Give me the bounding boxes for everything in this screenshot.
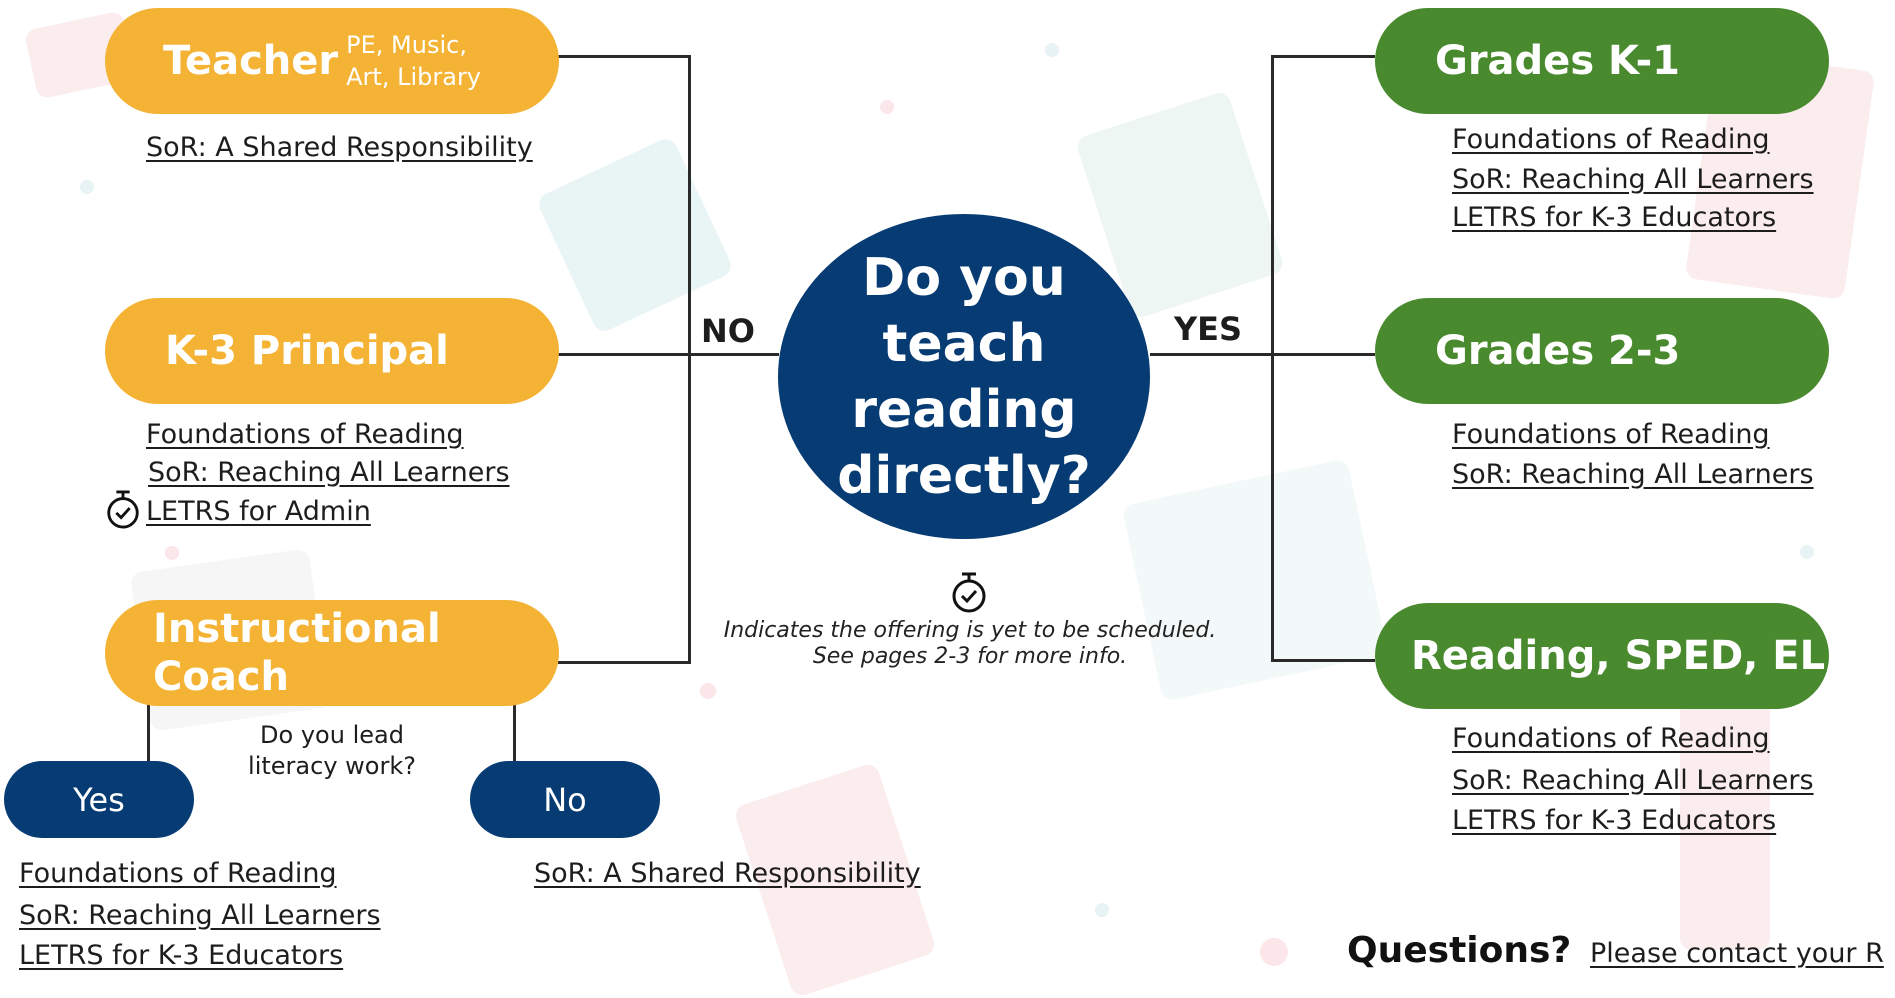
center-question-line: directly?	[837, 445, 1091, 506]
teacher-pill[interactable]: Teacher PE, Music, Art, Library	[105, 8, 559, 114]
connector-coach-yes	[147, 703, 150, 761]
connector-right-main	[1150, 353, 1375, 356]
grades-2-3-pill[interactable]: Grades 2-3	[1375, 298, 1829, 404]
g23-link-foundations[interactable]: Foundations of Reading	[1452, 419, 1770, 450]
teacher-subjects: PE, Music, Art, Library	[346, 29, 481, 93]
grades-k1-pill[interactable]: Grades K-1	[1375, 8, 1829, 114]
coach-question-line-1: Do you lead	[260, 721, 404, 749]
sped-link-letrs[interactable]: LETRS for K-3 Educators	[1452, 805, 1777, 836]
coach-yes-label: Yes	[73, 780, 125, 819]
legend-line-1: Indicates the offering is yet to be sche…	[723, 618, 1217, 643]
connector-left-trunk	[688, 55, 691, 664]
coach-no-pill[interactable]: No	[470, 761, 660, 838]
connector-k1	[1271, 55, 1375, 58]
instructional-coach-pill[interactable]: Instructional Coach	[105, 600, 559, 706]
connector-coach-no	[513, 703, 516, 761]
g23-link-reaching-all[interactable]: SoR: Reaching All Learners	[1452, 459, 1814, 490]
connector-coach	[553, 661, 690, 664]
k1-link-reaching-all[interactable]: SoR: Reaching All Learners	[1452, 164, 1814, 195]
reading-sped-el-pill[interactable]: Reading, SPED, EL	[1375, 603, 1829, 709]
center-question-line: teach	[882, 313, 1046, 374]
coach-yes-link-letrs[interactable]: LETRS for K-3 Educators	[19, 940, 344, 971]
reading-sped-el-label: Reading, SPED, EL	[1411, 633, 1826, 679]
principal-link-reaching-all[interactable]: SoR: Reaching All Learners	[148, 457, 510, 488]
instructional-coach-label-line-2: Coach	[153, 654, 290, 700]
coach-yes-link-reaching-all[interactable]: SoR: Reaching All Learners	[19, 900, 381, 931]
k1-link-foundations[interactable]: Foundations of Reading	[1452, 124, 1770, 155]
stopwatch-check-icon	[107, 490, 139, 529]
legend-text: Indicates the offering is yet to be sche…	[700, 618, 1240, 670]
stopwatch-check-icon	[952, 572, 986, 613]
teacher-label: Teacher	[163, 38, 339, 84]
sped-link-reaching-all[interactable]: SoR: Reaching All Learners	[1452, 765, 1814, 796]
coach-no-label: No	[543, 780, 587, 819]
grades-k1-label: Grades K-1	[1435, 38, 1680, 84]
center-question-line: reading	[851, 379, 1077, 440]
teacher-subjects-line-1: PE, Music,	[346, 31, 467, 59]
connector-right-trunk	[1271, 55, 1274, 662]
legend-line-2: See pages 2-3 for more info.	[812, 644, 1128, 669]
connector-sped	[1271, 659, 1375, 662]
coach-question-line-2: literacy work?	[248, 752, 416, 780]
no-branch-label: NO	[701, 312, 755, 350]
coach-question: Do you lead literacy work?	[222, 720, 442, 782]
coach-yes-link-foundations[interactable]: Foundations of Reading	[19, 858, 337, 889]
center-question-line: Do you	[862, 247, 1066, 308]
k3-principal-label: K-3 Principal	[165, 328, 449, 374]
k3-principal-pill[interactable]: K-3 Principal	[105, 298, 559, 404]
yes-branch-label: YES	[1174, 310, 1243, 348]
principal-link-foundations[interactable]: Foundations of Reading	[146, 419, 464, 450]
connector-teacher	[553, 55, 690, 58]
connector-principal	[553, 353, 779, 356]
principal-link-letrs-admin[interactable]: LETRS for Admin	[146, 496, 371, 527]
coach-no-link-shared-responsibility[interactable]: SoR: A Shared Responsibility	[534, 858, 921, 889]
grades-2-3-label: Grades 2-3	[1435, 328, 1681, 374]
instructional-coach-label-line-1: Instructional	[153, 606, 441, 652]
teacher-subjects-line-2: Art, Library	[346, 63, 482, 91]
questions-label: Questions?	[1347, 930, 1572, 971]
center-question-circle: Do you teach reading directly?	[778, 214, 1150, 539]
k1-link-letrs[interactable]: LETRS for K-3 Educators	[1452, 202, 1777, 233]
coach-yes-pill[interactable]: Yes	[4, 761, 194, 838]
contact-link[interactable]: Please contact your R	[1590, 938, 1884, 969]
teacher-link-shared-responsibility[interactable]: SoR: A Shared Responsibility	[146, 132, 533, 163]
sped-link-foundations[interactable]: Foundations of Reading	[1452, 723, 1770, 754]
